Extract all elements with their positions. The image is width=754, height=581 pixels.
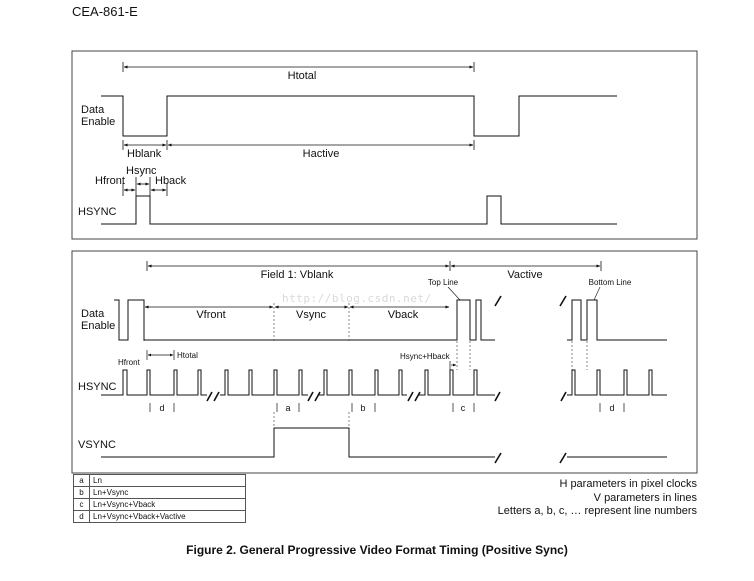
line-marker-c: c <box>461 403 466 413</box>
htotal-label: Htotal <box>288 70 317 82</box>
note-v-params: V parameters in lines <box>593 491 697 504</box>
data-enable-label-bottom-1: Data <box>81 308 105 320</box>
hsync-signal-label-bottom: HSYNC <box>78 381 117 393</box>
note-letters: Letters a, b, c, … represent line number… <box>497 505 697 517</box>
vsync-label: Vsync <box>296 309 326 321</box>
field-vblank-label: Field 1: Vblank <box>261 269 334 281</box>
hfront-label-bottom: Hfront <box>118 358 141 367</box>
data-enable-label-bottom-2: Enable <box>81 320 115 332</box>
vsync-waveform <box>101 427 495 458</box>
legend-value: Ln+Vsync+Vback <box>89 498 246 511</box>
figure-caption: Figure 2. General Progressive Video Form… <box>186 543 568 557</box>
line-marker-a: a <box>285 403 290 413</box>
hsync-label-top: Hsync <box>126 165 157 177</box>
data-enable-waveform-bottom-2 <box>567 299 667 341</box>
line-marker-b: b <box>360 403 365 413</box>
data-enable-waveform-bottom-1 <box>114 299 495 341</box>
legend-key: d <box>73 510 90 523</box>
hsync-waveform-bottom-2 <box>220 369 308 396</box>
line-marker-d-end: d <box>609 403 614 413</box>
bottom-panel-frame <box>71 250 698 474</box>
bottom-line-label: Bottom Line <box>589 278 632 287</box>
vsync-signal-label: VSYNC <box>78 439 116 451</box>
hsync-waveform-top <box>101 195 617 225</box>
hsync-signal-label-top: HSYNC <box>78 206 117 218</box>
legend-key: a <box>73 474 90 487</box>
vactive-label: Vactive <box>507 269 542 281</box>
parameter-notes: H parameters in pixel clocks V parameter… <box>498 478 697 519</box>
legend-value: Ln+Vsync <box>89 486 246 499</box>
top-panel-frame <box>71 50 698 240</box>
line-marker-d: d <box>159 403 164 413</box>
data-enable-waveform-top <box>101 95 617 137</box>
hsync-waveform-bottom-1 <box>101 369 207 396</box>
legend-value: Ln <box>89 474 246 487</box>
watermark: http://blog.csdn.net/ <box>282 292 432 305</box>
hsync-waveform-bottom-4 <box>419 369 495 396</box>
htotal-label-bottom: Htotal <box>177 351 198 360</box>
hsync-waveform-bottom-5 <box>567 369 667 396</box>
vfront-label: Vfront <box>196 309 225 321</box>
hfront-label-top: Hfront <box>95 175 125 187</box>
document-header: CEA-861-E <box>72 4 138 19</box>
hblank-label: Hblank <box>127 148 162 160</box>
hsync-waveform-bottom-3 <box>319 369 407 396</box>
data-enable-label-top-2: Enable <box>81 116 115 128</box>
data-enable-label-top-1: Data <box>81 104 105 116</box>
top-line-label: Top Line <box>428 278 459 287</box>
hsync-hback-label: Hsync+Hback <box>400 352 451 361</box>
hback-label-top: Hback <box>155 175 187 187</box>
legend-key: c <box>73 498 90 511</box>
vback-label: Vback <box>388 309 419 321</box>
hactive-label: Hactive <box>303 148 340 160</box>
legend-key: b <box>73 486 90 499</box>
legend-value: Ln+Vsync+Vback+Vactive <box>89 510 246 523</box>
note-h-params: H parameters in pixel clocks <box>559 478 697 490</box>
